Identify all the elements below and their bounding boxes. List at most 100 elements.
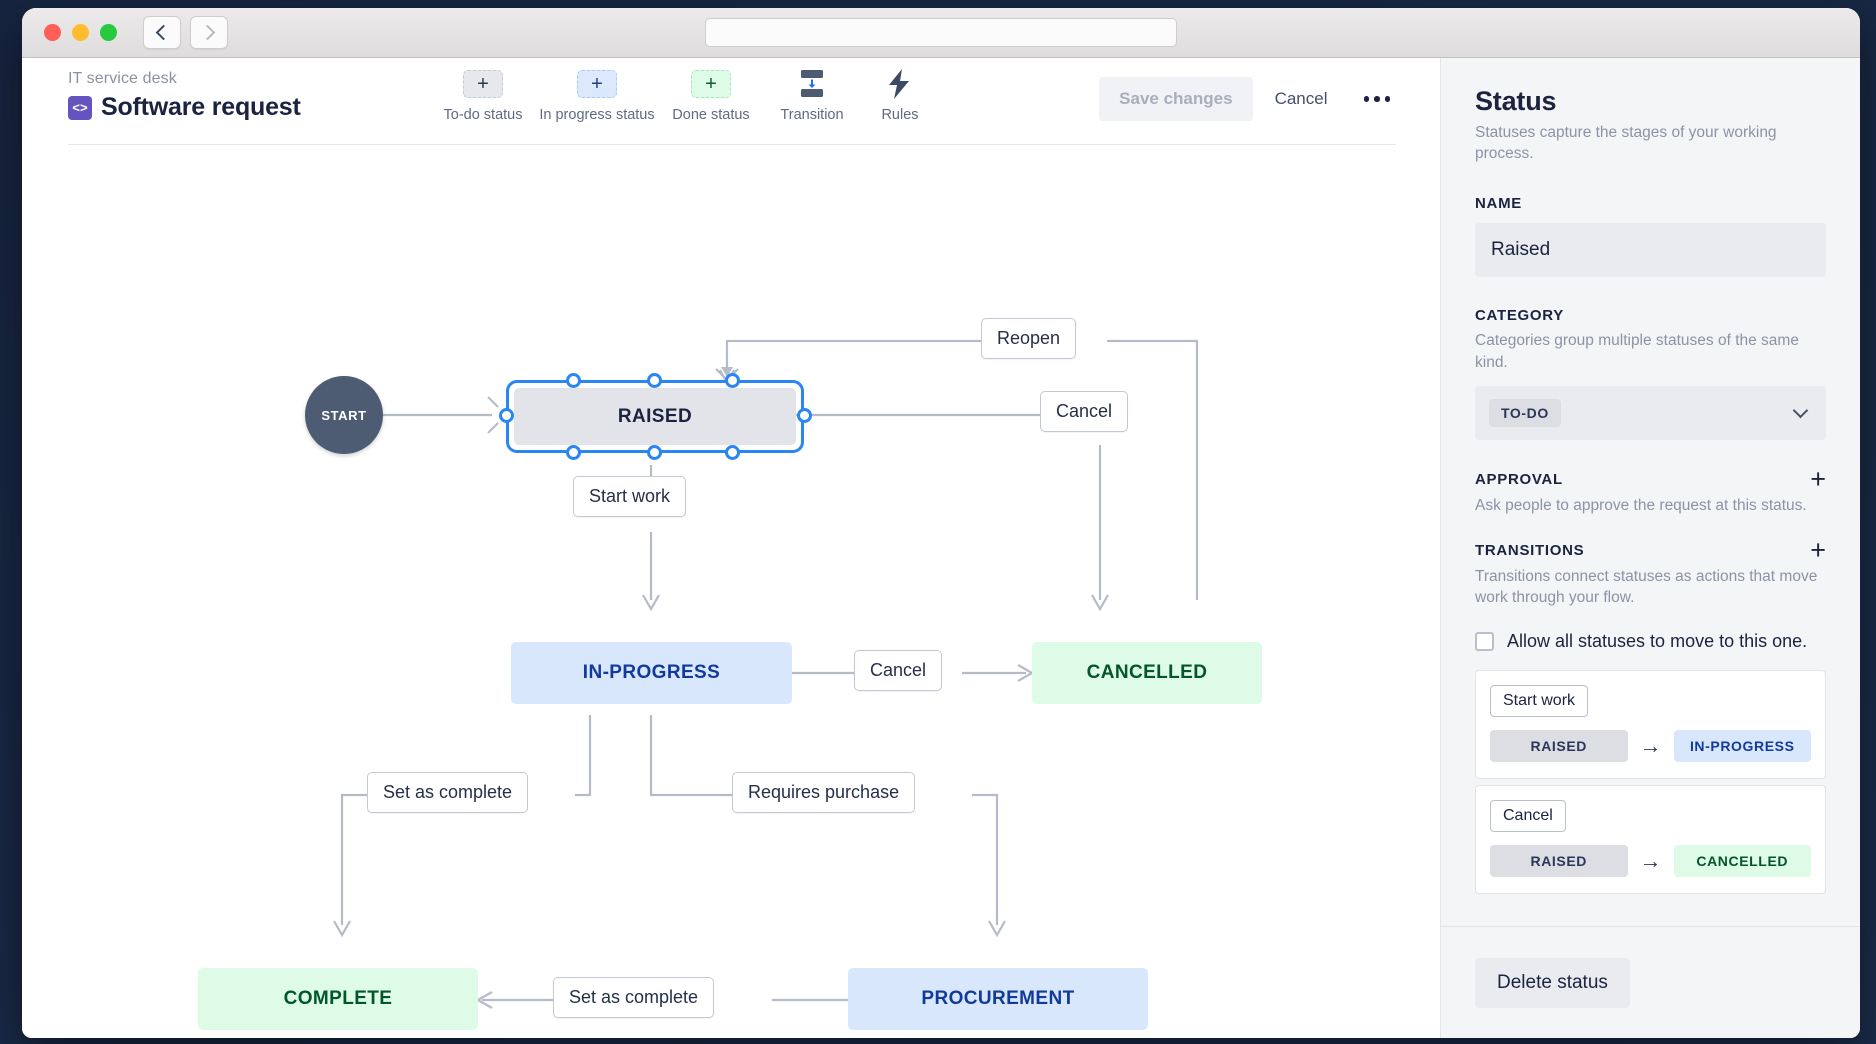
transition-icon xyxy=(794,70,830,98)
tool-add-inprogress-status[interactable]: + In progress status xyxy=(539,70,655,123)
minimize-window-button[interactable] xyxy=(72,24,89,41)
workflow-diagram: START RAISED IN-PROGRESS CANCELLED COMPL… xyxy=(22,145,1440,1038)
plus-icon: + xyxy=(463,70,503,98)
transitions-header: TRANSITIONS + xyxy=(1475,534,1826,565)
plus-icon: + xyxy=(577,70,617,98)
app-body: IT service desk <> Software request + To… xyxy=(22,58,1860,1038)
tool-label: To-do status xyxy=(443,107,523,123)
breadcrumb[interactable]: IT service desk xyxy=(68,70,177,87)
close-window-button[interactable] xyxy=(44,24,61,41)
breadcrumb-block: IT service desk <> Software request xyxy=(68,70,368,122)
resize-handle-sw[interactable] xyxy=(566,445,581,460)
delete-status-button[interactable]: Delete status xyxy=(1475,957,1630,1008)
save-changes-button[interactable]: Save changes xyxy=(1099,77,1253,121)
tool-add-todo-status[interactable]: + To-do status xyxy=(426,70,540,123)
transition-name[interactable]: Start work xyxy=(1490,685,1589,718)
category-select[interactable]: TO-DO xyxy=(1475,386,1826,441)
status-node-raised[interactable]: RAISED xyxy=(514,388,796,445)
ellipsis-icon xyxy=(1363,96,1369,102)
transition-card[interactable]: Start work RAISED → IN-PROGRESS xyxy=(1475,670,1826,780)
category-section-desc: Categories group multiple statuses of th… xyxy=(1475,331,1799,371)
tool-add-transition[interactable]: Transition xyxy=(768,70,856,123)
panel-title: Status xyxy=(1475,86,1557,116)
toolbar-actions: Save changes Cancel xyxy=(1099,77,1404,121)
transition-to-status: CANCELLED xyxy=(1673,845,1811,878)
workflow-toolbar: IT service desk <> Software request + To… xyxy=(22,58,1440,144)
workflow-canvas-pane: IT service desk <> Software request + To… xyxy=(22,58,1440,1038)
transitions-section-desc: Transitions connect statuses as actions … xyxy=(1475,567,1818,607)
cancel-button[interactable]: Cancel xyxy=(1259,77,1344,121)
forward-button[interactable] xyxy=(190,16,228,49)
add-transition-plus-icon[interactable]: + xyxy=(1810,534,1826,565)
address-bar[interactable] xyxy=(705,18,1177,47)
back-button[interactable] xyxy=(143,16,181,49)
approval-header: APPROVAL + xyxy=(1475,464,1826,495)
toolbar-divider xyxy=(68,144,1396,145)
approval-section-label: APPROVAL xyxy=(1475,471,1563,489)
tool-label: Done status xyxy=(672,107,750,123)
transitions-list: Start work RAISED → IN-PROGRESS Cancel R… xyxy=(1475,670,1826,895)
tool-add-done-status[interactable]: + Done status xyxy=(654,70,768,123)
tool-label: Rules xyxy=(881,107,919,123)
toolbar-tools: + To-do status + In progress status + Do… xyxy=(426,69,944,123)
category-value-pill: TO-DO xyxy=(1489,399,1561,428)
ellipsis-icon xyxy=(1374,96,1380,102)
ellipsis-icon xyxy=(1384,96,1390,102)
transition-to-status: IN-PROGRESS xyxy=(1673,730,1811,763)
status-detail-panel: Status Statuses capture the stages of yo… xyxy=(1440,58,1860,1038)
transition-flow: RAISED → IN-PROGRESS xyxy=(1490,730,1811,763)
status-node-cancelled[interactable]: CANCELLED xyxy=(1032,642,1262,704)
transition-label-cancel-from-in-progress[interactable]: Cancel xyxy=(854,650,943,691)
browser-window: IT service desk <> Software request + To… xyxy=(22,8,1860,1038)
chevron-right-icon xyxy=(199,24,216,41)
plus-icon: + xyxy=(691,70,731,98)
tool-rules[interactable]: Rules xyxy=(856,69,944,123)
workflow-connectors xyxy=(333,339,1199,1009)
resize-handle-e[interactable] xyxy=(797,408,812,423)
transition-label-set-as-complete-from-in-progress[interactable]: Set as complete xyxy=(367,772,529,813)
tool-label: In progress status xyxy=(539,107,655,123)
resize-handle-nw[interactable] xyxy=(566,373,581,388)
name-section-label: NAME xyxy=(1475,194,1522,212)
traffic-lights xyxy=(44,24,117,41)
window-titlebar xyxy=(22,8,1860,58)
status-detail-content: Status Statuses capture the stages of yo… xyxy=(1441,58,1860,895)
maximize-window-button[interactable] xyxy=(100,24,117,41)
transition-name[interactable]: Cancel xyxy=(1490,800,1566,833)
status-node-in-progress[interactable]: IN-PROGRESS xyxy=(511,642,792,704)
resize-handle-w[interactable] xyxy=(499,408,514,423)
arrow-right-icon: → xyxy=(1639,848,1662,874)
chevron-left-icon xyxy=(155,24,172,41)
project-title-row: <> Software request xyxy=(68,93,368,122)
nav-buttons xyxy=(143,16,228,49)
resize-handle-se[interactable] xyxy=(725,445,740,460)
page-title: Software request xyxy=(101,93,301,121)
status-name-input[interactable]: Raised xyxy=(1475,222,1826,277)
resize-handle-ne[interactable] xyxy=(725,373,740,388)
transition-label-reopen[interactable]: Reopen xyxy=(981,318,1077,359)
lightning-bolt-icon xyxy=(887,69,913,99)
start-node[interactable]: START xyxy=(305,376,383,454)
transition-card[interactable]: Cancel RAISED → CANCELLED xyxy=(1475,785,1826,895)
tool-label: Transition xyxy=(780,107,844,123)
transition-from-status: RAISED xyxy=(1490,730,1628,763)
category-section-label: CATEGORY xyxy=(1475,306,1564,324)
transition-label-start-work[interactable]: Start work xyxy=(573,476,687,517)
resize-handle-n[interactable] xyxy=(647,373,662,388)
allow-all-statuses-checkbox[interactable] xyxy=(1475,632,1494,652)
add-approval-plus-icon[interactable]: + xyxy=(1810,464,1826,495)
transitions-section-label: TRANSITIONS xyxy=(1475,541,1585,559)
chevron-down-icon xyxy=(1792,402,1809,419)
transition-flow: RAISED → CANCELLED xyxy=(1490,845,1811,878)
transition-label-set-as-complete-from-procurement[interactable]: Set as complete xyxy=(553,977,715,1018)
transition-label-cancel-from-raised[interactable]: Cancel xyxy=(1040,391,1129,432)
status-node-complete[interactable]: COMPLETE xyxy=(198,968,478,1030)
more-options-button[interactable] xyxy=(1350,84,1405,114)
allow-all-statuses-row[interactable]: Allow all statuses to move to this one. xyxy=(1475,631,1826,652)
approval-section-desc: Ask people to approve the request at thi… xyxy=(1475,497,1807,515)
status-node-procurement[interactable]: PROCUREMENT xyxy=(848,968,1148,1030)
resize-handle-s[interactable] xyxy=(647,445,662,460)
panel-footer: Delete status xyxy=(1441,926,1860,1038)
transition-label-requires-purchase[interactable]: Requires purchase xyxy=(732,772,916,813)
